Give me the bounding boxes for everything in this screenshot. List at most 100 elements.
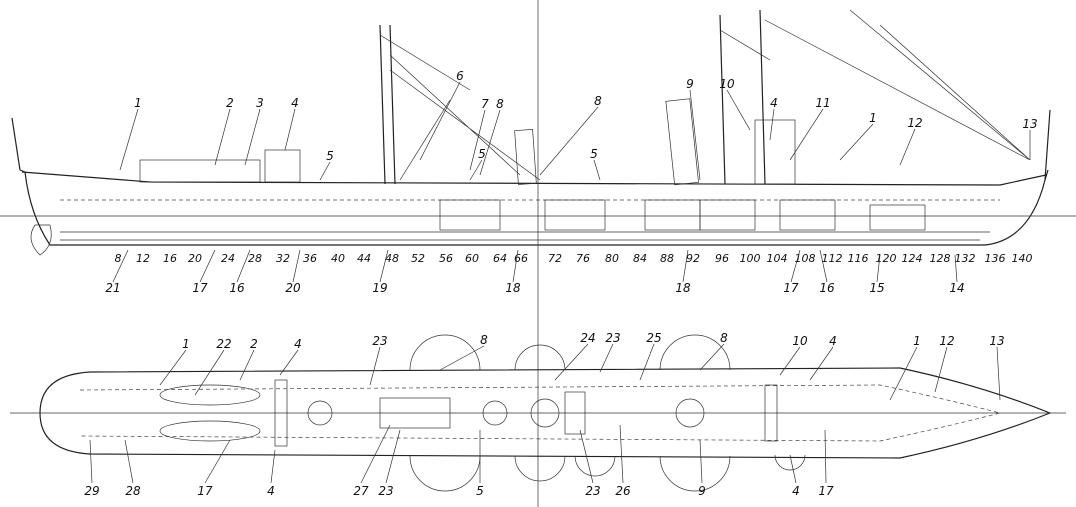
callout-label: 4 bbox=[792, 484, 800, 498]
leader-line bbox=[204, 439, 231, 484]
frame-number: 44 bbox=[357, 252, 371, 265]
frame-number: 56 bbox=[439, 252, 453, 265]
frame-number: 128 bbox=[930, 252, 951, 265]
callout-label: 18 bbox=[505, 281, 521, 295]
callout-label: 7 bbox=[481, 97, 489, 111]
callout-label: 17 bbox=[197, 484, 213, 498]
callout-label: 8 bbox=[480, 333, 488, 347]
frame-number: 108 bbox=[795, 252, 816, 265]
leader-line bbox=[619, 424, 624, 484]
frame-number: 24 bbox=[221, 252, 235, 265]
vents bbox=[379, 397, 451, 429]
leader-line bbox=[809, 346, 834, 381]
leader-line bbox=[876, 254, 881, 283]
leader-line bbox=[899, 128, 916, 166]
leader-line bbox=[699, 439, 703, 484]
callout-label: 8 bbox=[720, 331, 728, 345]
leader-line bbox=[726, 89, 751, 131]
leader-line bbox=[369, 346, 381, 386]
boat bbox=[159, 384, 261, 406]
main-mast bbox=[379, 24, 386, 185]
rigging bbox=[379, 9, 1031, 181]
leader-line bbox=[779, 346, 801, 376]
frame-number: 116 bbox=[848, 252, 869, 265]
boat bbox=[159, 420, 261, 442]
leader-line bbox=[214, 108, 231, 166]
boiler bbox=[544, 199, 606, 231]
callout-label: 4 bbox=[267, 484, 275, 498]
leader-line bbox=[385, 429, 401, 484]
frame-number: 96 bbox=[715, 252, 729, 265]
callout-label: 2 bbox=[226, 96, 234, 110]
fore-bridge bbox=[764, 384, 778, 442]
funnel-base bbox=[530, 398, 560, 428]
frame-number: 20 bbox=[188, 252, 202, 265]
callout-label: 28 bbox=[125, 484, 141, 498]
callout-label: 27 bbox=[353, 484, 369, 498]
rudder bbox=[30, 224, 52, 256]
callout-label: 23 bbox=[378, 484, 393, 498]
callout-label: 10 bbox=[792, 334, 808, 348]
gun-sponsons bbox=[409, 334, 806, 492]
stern-post bbox=[11, 117, 21, 171]
leader-line bbox=[769, 108, 775, 141]
leader-line bbox=[379, 249, 389, 283]
callout-label: 5 bbox=[478, 147, 486, 161]
callout-label: 17 bbox=[783, 281, 799, 295]
leader-line bbox=[889, 346, 918, 401]
callout-label: 17 bbox=[192, 281, 208, 295]
callout-label: 9 bbox=[686, 77, 694, 91]
callout-label: 1 bbox=[134, 96, 142, 110]
callout-label: 2 bbox=[250, 337, 258, 351]
callout-label: 23 bbox=[372, 334, 387, 348]
frame-number: 8 bbox=[115, 252, 122, 265]
leader-line bbox=[689, 89, 701, 181]
boiler bbox=[439, 199, 501, 231]
frame-number: 40 bbox=[331, 252, 345, 265]
callout-label: 13 bbox=[1022, 117, 1037, 131]
callout-label: 16 bbox=[819, 281, 835, 295]
leader-line bbox=[469, 109, 486, 171]
callout-label: 15 bbox=[869, 281, 884, 295]
leader-line bbox=[236, 249, 251, 283]
leader-line bbox=[159, 349, 187, 386]
frame-number: 52 bbox=[411, 252, 425, 265]
bridge bbox=[274, 379, 288, 447]
leader-line bbox=[124, 439, 134, 484]
callout-label: 13 bbox=[989, 334, 1004, 348]
leader-line bbox=[199, 249, 216, 283]
callout-label: 11 bbox=[815, 96, 830, 110]
callout-label: 3 bbox=[256, 96, 264, 110]
callout-label: 26 bbox=[615, 484, 631, 498]
frame-number: 16 bbox=[163, 252, 177, 265]
callout-label: 10 bbox=[719, 77, 735, 91]
leader-line bbox=[279, 349, 299, 376]
leader-line bbox=[934, 346, 948, 393]
frame-number: 48 bbox=[385, 252, 399, 265]
fore-funnel bbox=[665, 98, 699, 186]
callout-label: 4 bbox=[291, 96, 299, 110]
callout-label: 5 bbox=[590, 147, 598, 161]
callout-label: 1 bbox=[913, 334, 921, 348]
leader-line bbox=[599, 343, 614, 373]
aft-bridge bbox=[264, 149, 301, 183]
boiler bbox=[644, 199, 701, 231]
frame-number: 12 bbox=[136, 252, 150, 265]
callout-label: 19 bbox=[372, 281, 387, 295]
callout-label: 23 bbox=[585, 484, 600, 498]
fore-bridge bbox=[754, 119, 796, 185]
hatch bbox=[307, 400, 333, 426]
callout-label: 17 bbox=[818, 484, 834, 498]
frame-number: 124 bbox=[902, 252, 923, 265]
fore-mast-2 bbox=[759, 9, 766, 185]
leader-line bbox=[479, 109, 501, 176]
callout-label: 25 bbox=[646, 331, 661, 345]
frame-number: 104 bbox=[767, 252, 788, 265]
leader-line bbox=[682, 249, 689, 283]
frame-number: 84 bbox=[633, 252, 647, 265]
callout-label: 5 bbox=[476, 484, 484, 498]
frame-number: 120 bbox=[876, 252, 897, 265]
callout-label: 20 bbox=[285, 281, 301, 295]
machinery-compartments bbox=[439, 199, 926, 231]
